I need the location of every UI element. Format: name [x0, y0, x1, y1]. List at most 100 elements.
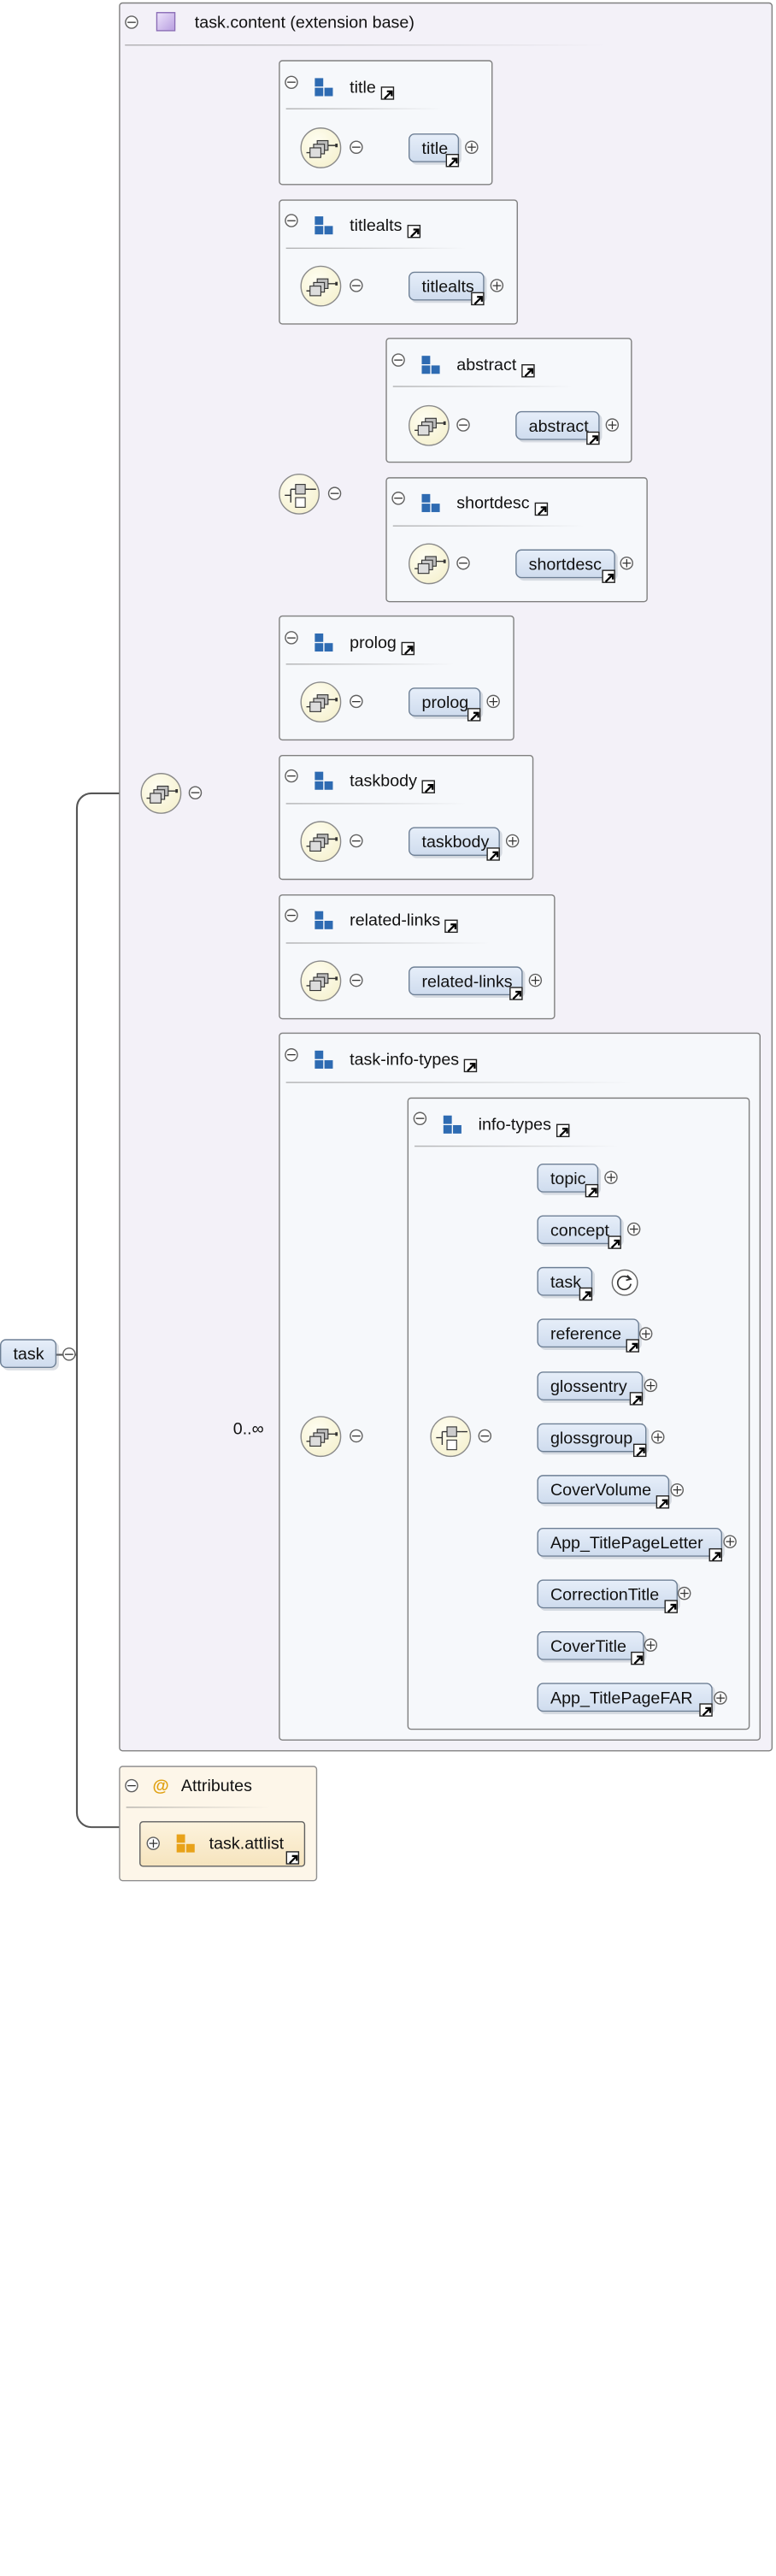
jump-link-icon[interactable]	[586, 431, 600, 445]
expand-toggle-covertitle[interactable]: +	[644, 1636, 658, 1653]
jump-link-icon[interactable]	[444, 919, 459, 934]
expand-toggle-taskbody[interactable]: +	[505, 833, 520, 849]
collapse-toggle-info-types-choice[interactable]: −	[478, 1428, 492, 1444]
choice-compositor-info-types[interactable]	[430, 1416, 472, 1458]
collapse-toggle-attributes[interactable]: −	[125, 1777, 138, 1794]
collapse-toggle-titlealts-group[interactable]: −	[285, 212, 298, 229]
jump-link-icon[interactable]	[626, 1339, 639, 1353]
jump-link-icon[interactable]	[579, 1287, 593, 1301]
sequence-compositor-task-info-types[interactable]	[300, 1416, 342, 1458]
jump-link-icon[interactable]	[463, 1058, 478, 1073]
collapse-toggle-task-info-types-sequence[interactable]: −	[350, 1428, 363, 1444]
jump-link-icon[interactable]	[556, 1123, 570, 1138]
jump-link-icon[interactable]	[708, 1547, 723, 1562]
element-glossentry[interactable]: glossentry	[537, 1371, 644, 1406]
element-app-titlepageletter[interactable]: App_TitlePageLetter	[537, 1528, 723, 1562]
element-topic[interactable]: topic	[537, 1164, 599, 1198]
expand-toggle-app-titlepageletter[interactable]: +	[723, 1534, 737, 1550]
jump-link-icon[interactable]	[632, 1443, 647, 1458]
expand-toggle-titlealts[interactable]: +	[490, 277, 504, 294]
element-taskbody[interactable]: taskbody	[409, 827, 500, 861]
element-task-root[interactable]: task	[0, 1339, 57, 1369]
collapse-toggle-task-info-types-group[interactable]: −	[285, 1046, 298, 1063]
element-reference[interactable]: reference	[537, 1318, 639, 1353]
collapse-toggle-abstract-sequence[interactable]: −	[456, 416, 470, 433]
sequence-compositor-taskbody[interactable]	[300, 821, 342, 863]
element-task-recursive[interactable]: task	[537, 1266, 593, 1301]
jump-link-icon[interactable]	[407, 224, 420, 239]
expand-toggle-correctiontitle[interactable]: +	[677, 1585, 691, 1601]
expand-toggle-covervolume[interactable]: +	[670, 1482, 685, 1498]
expand-toggle-shortdesc[interactable]: +	[620, 555, 633, 571]
expand-toggle-abstract[interactable]: +	[605, 416, 620, 433]
expand-toggle-title[interactable]: +	[465, 139, 479, 156]
choice-compositor-abstract-shortdesc[interactable]	[279, 473, 320, 515]
jump-link-icon[interactable]	[608, 1235, 621, 1249]
collapse-toggle-main-sequence[interactable]: −	[188, 785, 203, 801]
element-covervolume[interactable]: CoverVolume	[537, 1475, 670, 1509]
element-correctiontitle[interactable]: CorrectionTitle	[537, 1579, 678, 1613]
jump-link-icon[interactable]	[534, 502, 548, 516]
collapse-toggle-prolog-sequence[interactable]: −	[350, 693, 363, 710]
sequence-compositor-related-links[interactable]	[300, 960, 342, 1002]
sequence-compositor-title[interactable]	[300, 127, 342, 168]
collapse-toggle-taskbody-sequence[interactable]: −	[350, 833, 363, 849]
element-covertitle[interactable]: CoverTitle	[537, 1630, 644, 1665]
collapse-toggle-task[interactable]: −	[62, 1346, 76, 1362]
collapse-toggle-info-types-group[interactable]: −	[413, 1111, 427, 1127]
element-concept[interactable]: concept	[537, 1215, 621, 1249]
recursion-icon[interactable]	[611, 1269, 638, 1296]
sequence-compositor-prolog[interactable]	[300, 681, 342, 723]
expand-toggle-attlist[interactable]: +	[146, 1835, 160, 1852]
element-prolog[interactable]: prolog	[409, 687, 481, 722]
jump-link-icon[interactable]	[699, 1703, 713, 1717]
collapse-toggle-taskbody-group[interactable]: −	[285, 768, 298, 784]
collapse-toggle-title-group[interactable]: −	[285, 74, 298, 91]
element-related-links[interactable]: related-links	[409, 966, 523, 1000]
jump-link-icon[interactable]	[467, 708, 481, 722]
jump-link-icon[interactable]	[486, 847, 500, 861]
sequence-compositor-main[interactable]	[140, 773, 182, 814]
jump-link-icon[interactable]	[664, 1600, 678, 1613]
collapse-toggle-abstract-group[interactable]: −	[391, 351, 405, 368]
jump-link-icon[interactable]	[602, 569, 615, 583]
expand-toggle-topic[interactable]: +	[604, 1170, 618, 1186]
jump-link-icon[interactable]	[421, 780, 436, 793]
expand-toggle-related-links[interactable]: +	[528, 972, 543, 988]
jump-link-icon[interactable]	[285, 1851, 300, 1865]
expand-toggle-concept[interactable]: +	[626, 1221, 641, 1237]
collapse-toggle-prolog-group[interactable]: −	[285, 629, 298, 646]
jump-link-icon[interactable]	[631, 1651, 644, 1665]
element-glossgroup[interactable]: glossgroup	[537, 1423, 647, 1458]
expand-toggle-glossentry[interactable]: +	[644, 1377, 658, 1394]
expand-toggle-app-titlepagefar[interactable]: +	[714, 1689, 727, 1707]
jump-link-icon[interactable]	[445, 153, 460, 168]
collapse-toggle-titlealts-sequence[interactable]: −	[350, 277, 363, 294]
jump-link-icon[interactable]	[401, 641, 414, 656]
collapse-toggle-related-links-sequence[interactable]: −	[350, 972, 363, 988]
sequence-compositor-titlealts[interactable]	[300, 265, 342, 307]
element-shortdesc[interactable]: shortdesc	[515, 549, 615, 583]
jump-link-icon[interactable]	[509, 987, 523, 1000]
element-titlealts[interactable]: titlealts	[409, 271, 485, 306]
element-app-titlepagefar[interactable]: App_TitlePageFAR	[537, 1683, 713, 1717]
collapse-toggle-related-links-group[interactable]: −	[285, 907, 298, 923]
jump-link-icon[interactable]	[585, 1183, 599, 1198]
sequence-compositor-abstract[interactable]	[409, 404, 450, 446]
expand-toggle-prolog[interactable]: +	[486, 693, 500, 710]
jump-link-icon[interactable]	[629, 1392, 644, 1406]
jump-link-icon[interactable]	[655, 1495, 670, 1509]
collapse-toggle-shortdesc-sequence[interactable]: −	[456, 555, 470, 571]
jump-link-icon[interactable]	[471, 292, 485, 306]
collapse-toggle-choice[interactable]: −	[327, 486, 342, 502]
expand-toggle-glossgroup[interactable]: +	[651, 1429, 665, 1446]
sequence-compositor-shortdesc[interactable]	[409, 543, 450, 585]
collapse-toggle-extension[interactable]: −	[125, 14, 138, 31]
jump-link-icon[interactable]	[520, 364, 535, 378]
collapse-toggle-title-sequence[interactable]: −	[350, 139, 363, 156]
collapse-toggle-shortdesc-group[interactable]: −	[391, 490, 405, 506]
jump-link-icon[interactable]	[380, 86, 394, 100]
element-abstract[interactable]: abstract	[515, 410, 600, 445]
element-title[interactable]: title	[409, 133, 460, 168]
expand-toggle-reference[interactable]: +	[638, 1325, 653, 1342]
